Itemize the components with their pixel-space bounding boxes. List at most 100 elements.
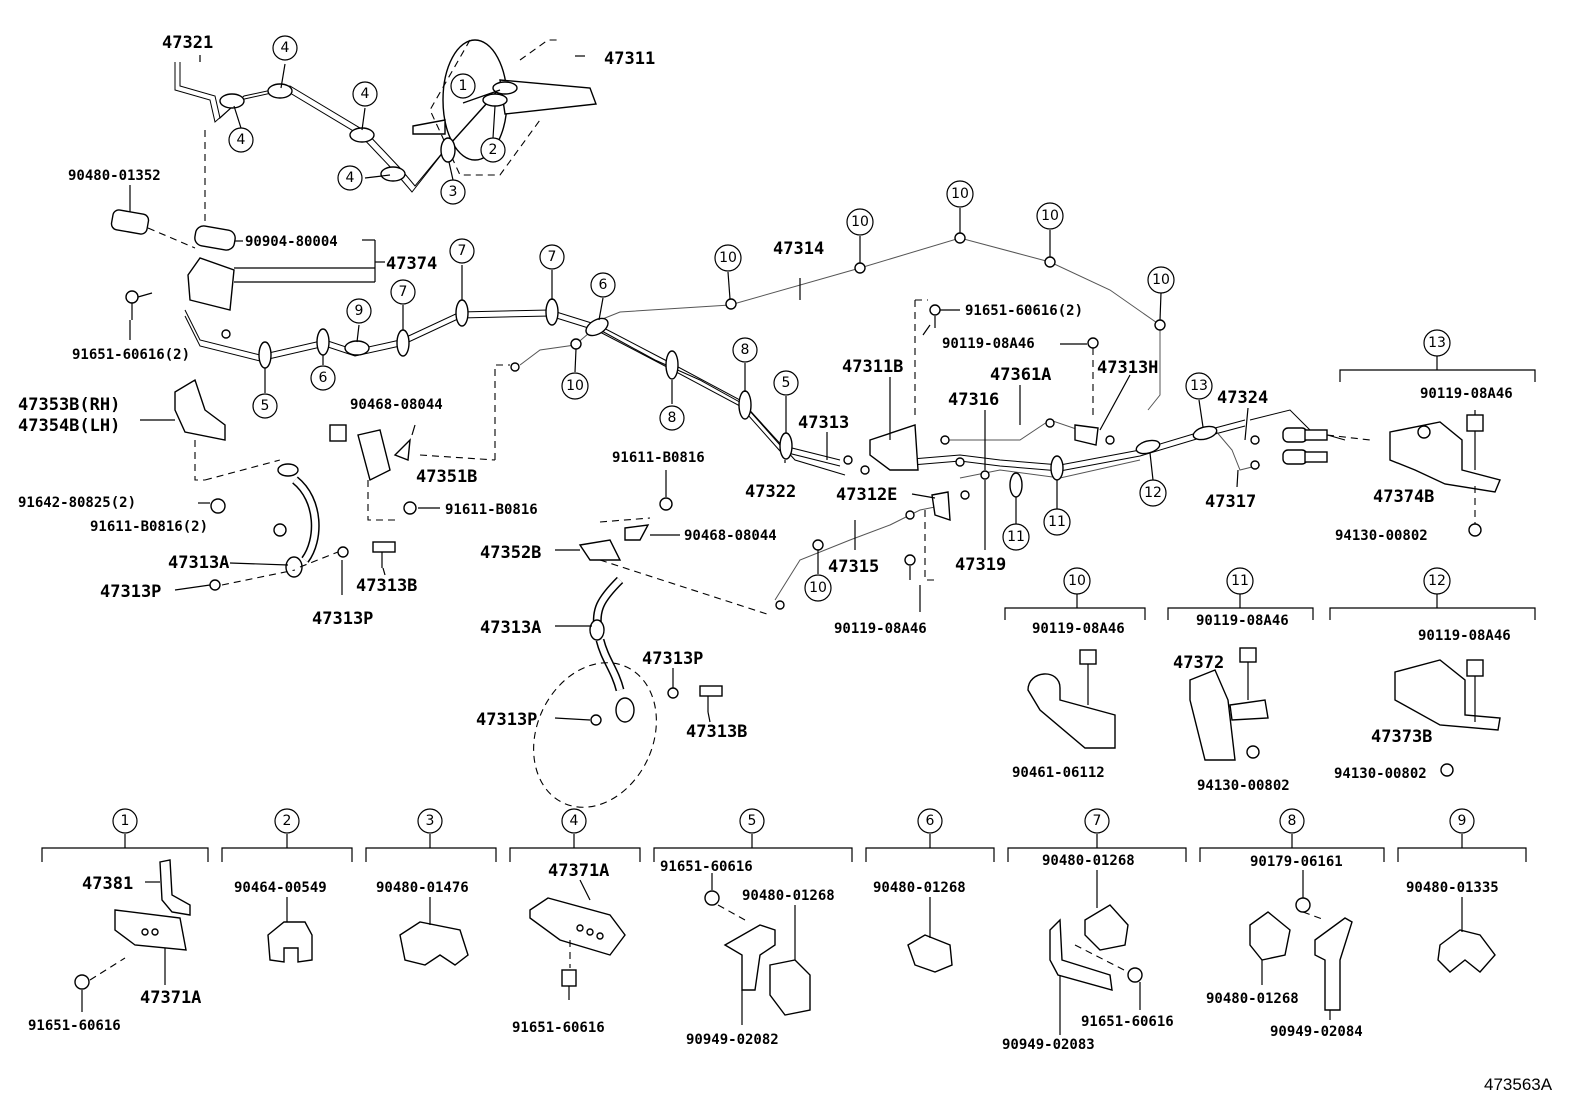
label-47374b: 47374B <box>1373 487 1434 507</box>
legend-4-47371a: 47371A <box>548 861 609 881</box>
diagram-reference-number: 473563A <box>1484 1075 1553 1094</box>
label-47316: 47316 <box>948 390 999 410</box>
callout-10-upper-a: 10 <box>561 372 589 400</box>
bolt-91651-60616-b <box>929 304 941 328</box>
bolt-91611-b0816-2 <box>273 523 287 537</box>
svg-text:10: 10 <box>809 580 827 596</box>
label-90119-08a46-d: 90119-08A46 <box>1032 621 1125 637</box>
clamp-1 <box>492 81 518 95</box>
svg-text:4: 4 <box>237 132 246 148</box>
callout-9-upper: 9 <box>346 298 372 324</box>
bolt-91651-60616 <box>125 290 153 320</box>
clip-90480-01268-l8 <box>1249 911 1291 961</box>
label-47352b: 47352B <box>480 543 541 563</box>
label-90480-01352: 90480-01352 <box>68 168 161 184</box>
bolt-90119-08a46-b <box>904 554 916 580</box>
callout-10-upper-d: 10 <box>946 180 974 208</box>
callout-10-detail: 10 <box>1063 567 1091 595</box>
label-90119-08a46-f: 90119-08A46 <box>1418 628 1511 644</box>
label-47321: 47321 <box>162 33 213 53</box>
svg-text:2: 2 <box>489 142 498 158</box>
svg-text:10: 10 <box>719 250 737 266</box>
svg-text:8: 8 <box>1288 813 1297 829</box>
callout-7-upper-a: 7 <box>390 279 416 305</box>
clamp-12 <box>1135 439 1161 455</box>
bracket-47311b <box>869 424 919 471</box>
callout-6-legend: 6 <box>917 808 943 834</box>
clamp-6b <box>585 317 609 337</box>
callout-2-legend: 2 <box>274 808 300 834</box>
callout-4-upper-a: 4 <box>272 35 298 61</box>
callout-2-upper: 2 <box>480 137 506 163</box>
label-47317: 47317 <box>1205 492 1256 512</box>
svg-text:10: 10 <box>566 378 584 394</box>
legend-1-91651-60616: 91651-60616 <box>28 1018 121 1034</box>
label-47353b-rh: 47353B(RH) <box>18 395 120 415</box>
part-labels-upper: 47321 47311 90480-01352 90904-80004 4737… <box>18 33 1513 794</box>
clip-10f <box>570 338 582 350</box>
clip-90480-01476 <box>399 921 469 966</box>
leader-lines <box>129 55 1249 723</box>
flex-hose-front <box>209 424 349 591</box>
callout-11-upper-b: 11 <box>1043 508 1071 536</box>
label-47313b-front: 47313B <box>356 576 417 596</box>
svg-text:4: 4 <box>361 86 370 102</box>
clamp-7b <box>455 299 469 327</box>
callout-11-detail: 11 <box>1226 567 1254 595</box>
callout-6-upper-b: 6 <box>590 272 616 298</box>
legend-9-90480-01335: 90480-01335 <box>1406 880 1499 896</box>
clamp-11b <box>1050 455 1064 481</box>
bolt-91611-b0816-b <box>659 497 673 511</box>
label-47314: 47314 <box>773 239 824 259</box>
clamp-13 <box>1192 425 1218 441</box>
svg-text:9: 9 <box>1458 813 1467 829</box>
callout-5-upper-a: 5 <box>252 393 278 419</box>
callout-6-upper-a: 6 <box>310 365 336 391</box>
bracket-47312e <box>931 491 951 521</box>
label-47313a-rear: 47313A <box>480 618 541 638</box>
connector-47324 <box>1282 427 1371 465</box>
label-90119-08a46-c: 90119-08A46 <box>1420 386 1513 402</box>
svg-text:7: 7 <box>548 249 557 265</box>
clamp-7c <box>545 298 559 326</box>
clamp-47372 <box>1189 669 1236 761</box>
svg-text:5: 5 <box>748 813 757 829</box>
bracket-47374 <box>187 257 235 311</box>
legend-7-90949-02083: 90949-02083 <box>1002 1037 1095 1053</box>
callout-7-legend: 7 <box>1084 808 1110 834</box>
grommet-90480-01352 <box>110 209 150 235</box>
label-47315: 47315 <box>828 557 879 577</box>
label-90119-08a46-a: 90119-08A46 <box>942 336 1035 352</box>
clip-10b <box>854 262 866 274</box>
label-47322: 47322 <box>745 482 796 502</box>
callout-11-upper-a: 11 <box>1002 523 1030 551</box>
label-91611-b0816-2: 91611-B0816(2) <box>90 519 208 535</box>
clip-10d <box>1044 256 1056 268</box>
legend-8-90480-01268: 90480-01268 <box>1206 991 1299 1007</box>
brake-booster-assembly <box>412 39 597 176</box>
callout-10-upper-e: 10 <box>1036 202 1064 230</box>
svg-text:13: 13 <box>1190 378 1208 394</box>
clip-90480-01268-l7 <box>1084 904 1129 951</box>
clamp-5a <box>258 341 272 369</box>
label-47313: 47313 <box>798 413 849 433</box>
label-47312e: 47312E <box>836 485 897 505</box>
legend-6-90480-01268: 90480-01268 <box>873 880 966 896</box>
clip-90480-01268-l6 <box>907 934 953 973</box>
legend-4-91651-60616: 91651-60616 <box>512 1020 605 1036</box>
label-47313p-rear-b: 47313P <box>476 710 537 730</box>
callout-8-upper-b: 8 <box>732 337 758 363</box>
callout-10-upper-c: 10 <box>846 208 874 236</box>
svg-text:11: 11 <box>1007 529 1025 545</box>
label-47319: 47319 <box>955 555 1006 575</box>
label-47313p-front-b: 47313P <box>312 609 373 629</box>
bracket-90949-02084 <box>1314 917 1353 1011</box>
legend-1-47371a: 47371A <box>140 988 201 1008</box>
clamp-7a <box>396 329 410 357</box>
bolt-90119-08a46-a <box>1087 337 1099 420</box>
clip-10a <box>725 298 737 310</box>
bracket-47351b <box>357 429 391 482</box>
bolt-91611-b0816-a <box>403 501 417 515</box>
label-90119-08a46-e: 90119-08A46 <box>1196 613 1289 629</box>
label-47324: 47324 <box>1217 388 1268 408</box>
